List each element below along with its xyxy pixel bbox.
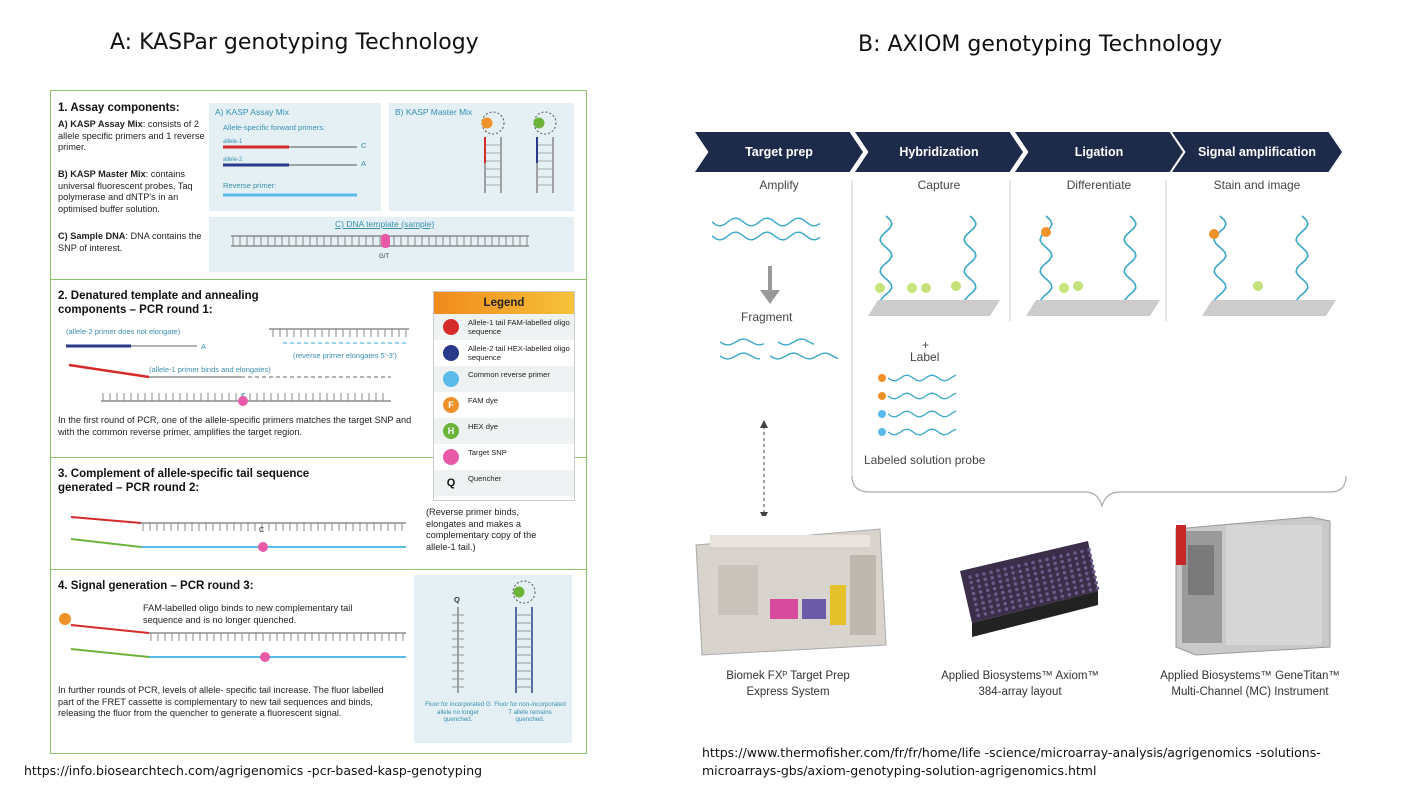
legend-item: Common reverse primer (434, 366, 574, 392)
workflow-stage-label: Stain and image (1213, 178, 1301, 192)
master-mix-text: B) KASP Master Mix: contains universal f… (58, 169, 193, 214)
legend-label: Allele-1 tail FAM-labelled oligo sequenc… (468, 318, 570, 336)
section-4-heading: 4. Signal generation – PCR round 3: (58, 580, 254, 592)
round-1-text: In the first round of PCR, one of the al… (58, 415, 412, 437)
legend-item: F FAM dye (434, 392, 574, 418)
pcr-round-2-strands (70, 516, 406, 552)
legend-label: Allele-2 tail HEX-labelled oligo sequenc… (468, 344, 570, 362)
legend-item: H HEX dye (434, 418, 574, 444)
axiom-array-plate (960, 541, 1100, 637)
workflow-stage-label: Amplify (759, 178, 799, 192)
fret-cassettes (481, 111, 557, 193)
section-2-heading: 2. Denatured template and annealing comp… (58, 290, 259, 316)
workflow-stage-label: Differentiate (1066, 178, 1132, 192)
probe-label: Labeled solution probe (864, 453, 986, 467)
legend-item: Target SNP (434, 444, 574, 470)
pcr-round-1-strands (66, 328, 409, 406)
signal-cassettes (452, 580, 536, 693)
section-3-heading: 3. Complement of allele-specific tail se… (58, 468, 310, 494)
workflow-step: Signal amplification (1172, 132, 1342, 172)
master-mix-box: B) KASP Master Mix (389, 103, 574, 211)
panel-a-title: A: KASPar genotyping Technology (110, 30, 479, 55)
workflow-step: Hybridization (855, 132, 1023, 172)
primer-lines (223, 145, 357, 197)
legend-swatch (443, 371, 459, 387)
workflow-step: Ligation (1015, 132, 1183, 172)
round-3-text: In further rounds of PCR, levels of alle… (58, 685, 384, 718)
workflow-step: Target prep (695, 132, 863, 172)
legend-swatch (443, 449, 459, 465)
workflow-stage-label: Capture (917, 178, 961, 192)
legend-swatch: F (443, 397, 459, 413)
plus-label: + (922, 338, 930, 352)
legend-swatch (443, 345, 459, 361)
legend: Legend Allele-1 tail FAM-labelled oligo … (433, 291, 575, 501)
legend-item: Q Quencher (434, 470, 574, 496)
fam-oligo-text: FAM-labelled oligo binds to new compleme… (143, 603, 353, 625)
legend-item: Allele-1 tail FAM-labelled oligo sequenc… (434, 314, 574, 340)
label-label: Label (910, 350, 940, 364)
pcr-round-3-strands (59, 613, 406, 662)
legend-label: Quencher (468, 474, 502, 483)
fragment-label: Fragment (741, 310, 793, 324)
kasp-diagram: 1. Assay components: A) KASP Assay Mix: … (50, 90, 587, 754)
axiom-workflow-art (711, 180, 1347, 516)
assay-mix-text: A) KASP Assay Mix: consists of 2 allele … (58, 119, 205, 152)
legend-label: FAM dye (468, 396, 498, 405)
legend-title: Legend (434, 292, 574, 314)
round-2-note: (Reverse primer binds, elongates and mak… (426, 507, 537, 552)
legend-item: Allele-2 tail HEX-labelled oligo sequenc… (434, 340, 574, 366)
sample-dna-text: C) Sample DNA: DNA contains the SNP of i… (58, 231, 202, 253)
source-url-a[interactable]: https://info.biosearchtech.com/agrigenom… (24, 763, 483, 778)
signal-box: Q Fluor for incorporated G allele no lon… (414, 575, 572, 743)
source-url-b[interactable]: https://www.thermofisher.com/fr/fr/home/… (702, 745, 1321, 778)
section-assay-components: 1. Assay components: A) KASP Assay Mix: … (51, 91, 586, 280)
legend-swatch: H (443, 423, 459, 439)
dna-template-box: C) DNA template (sample) G/T (209, 217, 574, 272)
section-pcr-round-2: 3. Complement of allele-specific tail se… (51, 457, 586, 570)
legend-label: Common reverse primer (468, 370, 550, 379)
section-pcr-round-1: 2. Denatured template and annealing comp… (51, 279, 586, 458)
legend-swatch: Q (446, 477, 456, 489)
dna-template-strand (231, 234, 529, 248)
instrument-images (695, 516, 1331, 656)
legend-swatch (443, 319, 459, 335)
genetitan-instrument (1175, 516, 1331, 656)
section-1-heading: 1. Assay components: (58, 102, 180, 114)
legend-label: Target SNP (468, 448, 507, 457)
section-pcr-round-3: 4. Signal generation – PCR round 3: FAM-… (51, 569, 586, 753)
biomek-instrument (695, 528, 887, 656)
panel-b-title: B: AXIOM genotyping Technology (858, 32, 1223, 57)
legend-label: HEX dye (468, 422, 498, 431)
assay-mix-box: A) KASP Assay Mix Allele-specific forwar… (209, 103, 381, 211)
